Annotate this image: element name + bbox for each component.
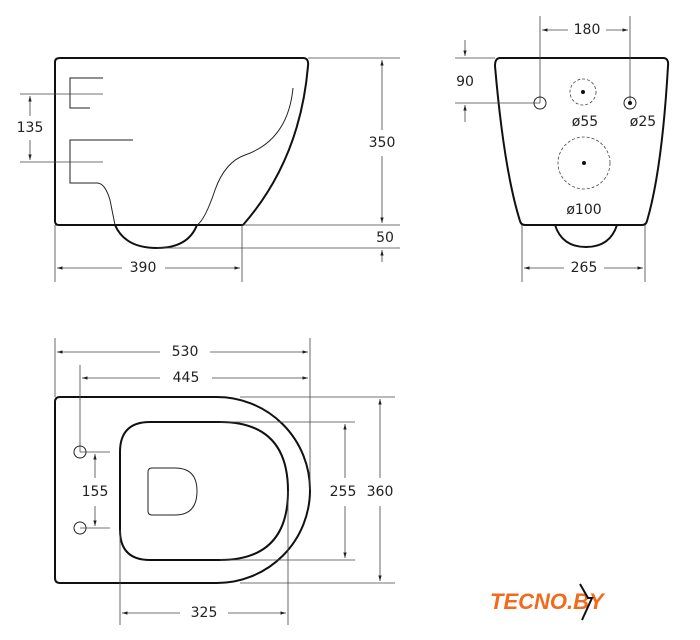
bowl-bottom: [114, 224, 198, 249]
side-outline: [54, 57, 310, 226]
seat-outline: [119, 421, 289, 561]
hole-small-label: ø55: [572, 114, 598, 130]
inlet-spacing-label: 135: [17, 120, 44, 136]
inlet-hole: [533, 96, 547, 110]
tecno-by-logo: TECNO.BY: [490, 583, 606, 621]
hole-55: [569, 78, 597, 106]
rear-outline: [494, 57, 670, 226]
width-label: 265: [571, 260, 598, 276]
fix-spacing-label: 155: [82, 484, 109, 500]
side-view: 135 350 50 390: [17, 57, 400, 282]
hole-tiny-label: ø25: [630, 114, 656, 130]
lid-outline: [147, 467, 198, 516]
top-outline: [54, 396, 311, 584]
rear-bowl-bottom: [554, 224, 618, 248]
rear-view: 180 90 ø55 ø25 ø100 265: [455, 16, 670, 282]
height-label: 350: [369, 135, 396, 151]
hole-large-label: ø100: [566, 202, 601, 218]
bowl-drop-label: 50: [376, 230, 394, 246]
length-label: 530: [172, 344, 199, 360]
logo-text: TECNO.BY: [490, 589, 606, 614]
depth-label: 390: [130, 260, 157, 276]
top-view: 155 530 445 360 255 325: [54, 338, 395, 625]
width-label: 360: [367, 484, 394, 500]
hole-100: [557, 136, 611, 190]
hole-25: [623, 96, 637, 110]
fix-length-label: 445: [173, 370, 200, 386]
seat-width-label: 255: [330, 484, 357, 500]
height-offset-label: 90: [456, 74, 474, 90]
spacing-label: 180: [574, 22, 601, 38]
seat-length-label: 325: [191, 605, 218, 621]
